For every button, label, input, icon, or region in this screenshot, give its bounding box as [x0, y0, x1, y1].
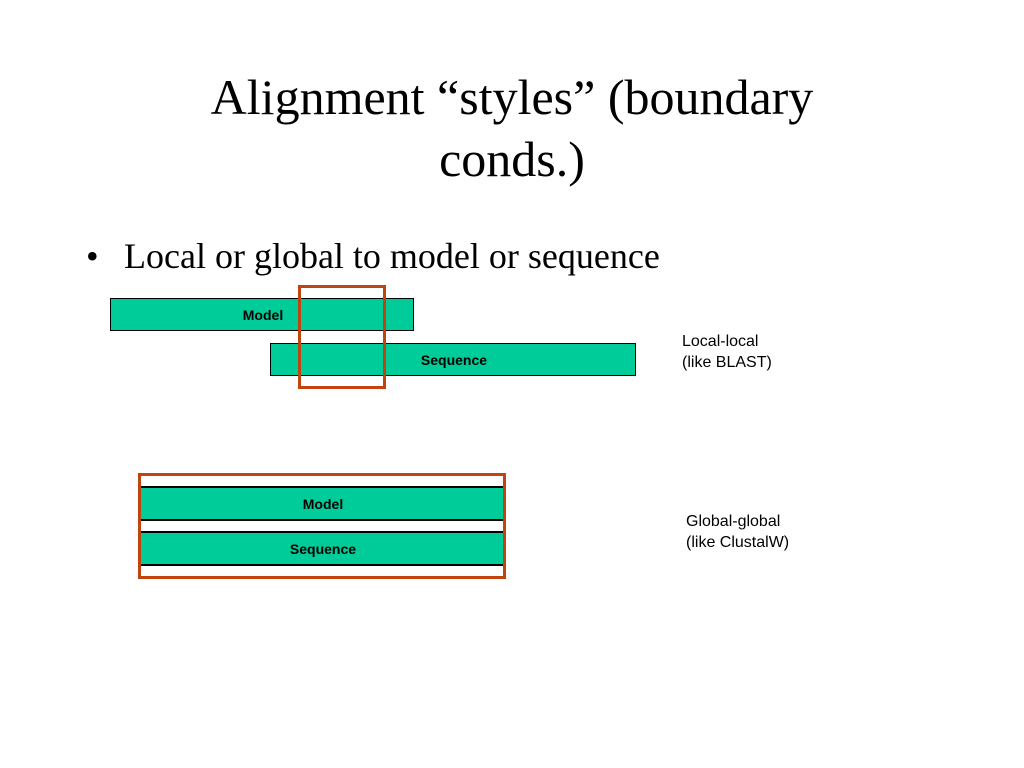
local-alignment-highlight	[298, 285, 386, 389]
global-global-caption-line-2: (like ClustalW)	[686, 534, 790, 551]
slide-title-line-2: conds.)	[439, 131, 585, 187]
local-model-bar: Model	[110, 298, 414, 331]
local-local-caption-line-2: (like BLAST)	[682, 354, 772, 371]
bullet-text: Local or global to model or sequence	[124, 236, 660, 276]
global-global-caption-line-1: Global-global	[686, 513, 781, 530]
global-sequence-bar: Sequence	[140, 532, 504, 565]
global-model-label: Model	[302, 496, 344, 512]
local-model-label: Model	[242, 307, 284, 323]
bullet-item: • Local or global to model or sequence	[86, 232, 660, 280]
local-local-caption-line-1: Local-local	[682, 333, 759, 350]
global-sequence-label: Sequence	[289, 541, 357, 557]
slide-title: Alignment “styles” (boundary conds.)	[40, 66, 984, 190]
bullet-marker: •	[86, 236, 99, 276]
local-sequence-bar: Sequence	[270, 343, 636, 376]
global-alignment-highlight	[138, 473, 506, 579]
slide-title-line-1: Alignment “styles” (boundary	[210, 69, 814, 125]
local-local-caption: Local-local (like BLAST)	[682, 331, 772, 373]
global-global-caption: Global-global (like ClustalW)	[686, 511, 789, 553]
local-sequence-label: Sequence	[420, 352, 488, 368]
global-model-bar: Model	[140, 487, 504, 520]
